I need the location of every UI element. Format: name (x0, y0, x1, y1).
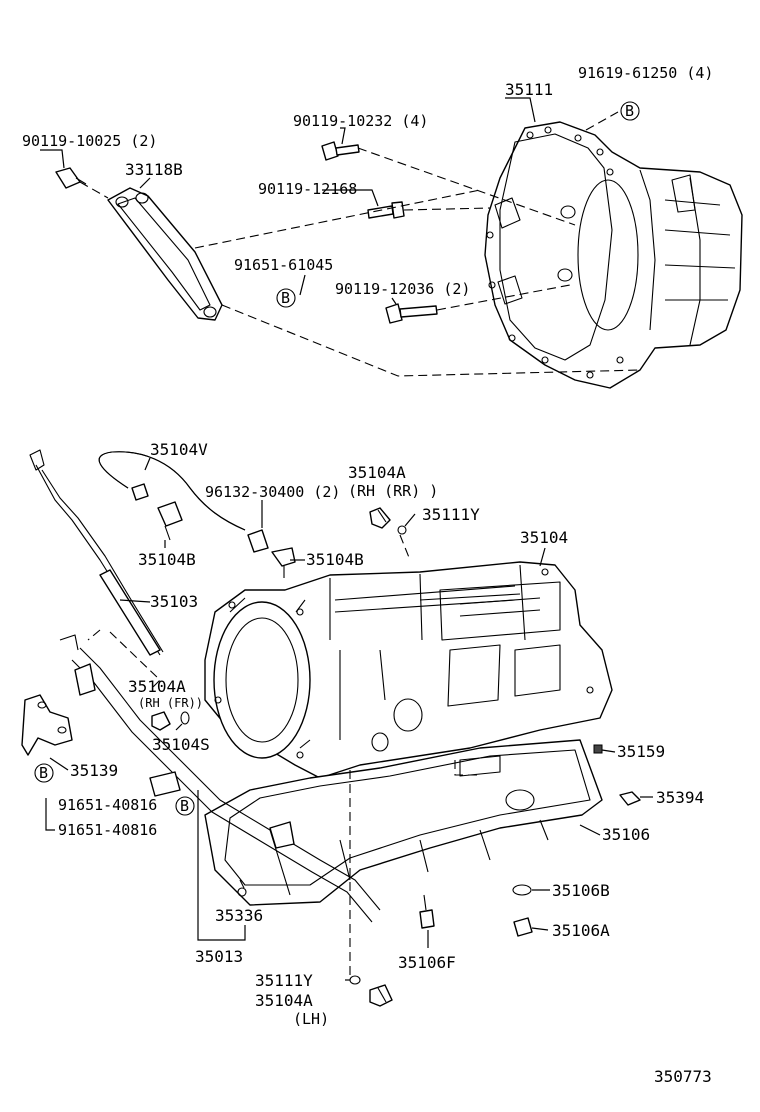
ref-mark-b-bottom-right: B (180, 797, 189, 815)
label-91651-61045: 91651-61045 (234, 256, 333, 274)
label-35159: 35159 (617, 742, 665, 761)
label-35013: 35013 (195, 947, 243, 966)
clip-35104B-left (131, 483, 183, 541)
label-35104B-left: 35104B (138, 550, 196, 569)
ref-mark-circle-top (620, 101, 640, 121)
clip-35104B-right (247, 529, 296, 578)
label-35111Y-bottom: 35111Y (255, 971, 313, 990)
label-35104V: 35104V (150, 440, 208, 459)
ref-mark-circle-bottom-right (175, 796, 195, 816)
bolt-90119-12036 (385, 303, 438, 324)
label-35111Y-top: 35111Y (422, 505, 480, 524)
transmission-case-35104 (204, 561, 613, 779)
label-91651-40816-a: 91651-40816 (58, 796, 157, 814)
label-rh-rr: (RH (RR) ) (348, 482, 438, 500)
label-lh: (LH) (293, 1010, 329, 1028)
oring-35336 (237, 887, 247, 897)
bolt-90119-12168 (367, 201, 405, 219)
bolt-90119-10232 (321, 141, 360, 161)
label-35106B: 35106B (552, 881, 610, 900)
label-rh-fr: (RH (FR)) (138, 696, 203, 710)
label-35336: 35336 (215, 906, 263, 925)
ref-mark-circle-bottom-left (34, 763, 54, 783)
bracket-35139 (21, 694, 73, 756)
label-90119-10232: 90119-10232 (4) (293, 112, 428, 130)
plug-35104A-rh-rr (369, 507, 391, 529)
label-91651-40816-b: 91651-40816 (58, 821, 157, 839)
label-35104A-rh-rr: 35104A (348, 463, 406, 482)
ref-mark-b-top: B (625, 102, 634, 120)
label-96132-30400: 96132-30400 (2) (205, 483, 340, 501)
nut-35106A (513, 917, 533, 937)
label-90119-12036: 90119-12036 (2) (335, 280, 470, 298)
dipstick-35103 (29, 449, 164, 656)
label-35106A: 35106A (552, 921, 610, 940)
transmission-housing-35111 (484, 121, 743, 389)
ref-mark-circle-mid (276, 288, 296, 308)
part-35394 (619, 791, 641, 806)
label-35106: 35106 (602, 825, 650, 844)
bolt-90119-10025 (55, 167, 87, 189)
bottom-leader-lines (45, 457, 653, 981)
oring-35111Y-bottom (349, 975, 361, 985)
ref-mark-b-mid: B (281, 289, 290, 307)
top-dashed-leaders (79, 111, 641, 377)
reference-number: 350773 (654, 1067, 712, 1086)
oil-pan-35106 (204, 739, 603, 906)
label-35103: 35103 (150, 592, 198, 611)
label-33118B: 33118B (125, 160, 183, 179)
oring-35104S (180, 711, 190, 725)
label-35104: 35104 (520, 528, 568, 547)
label-35104B-right: 35104B (306, 550, 364, 569)
bolt-35106F (419, 894, 435, 929)
ref-mark-b-bottom-left: B (39, 764, 48, 782)
label-35139: 35139 (70, 761, 118, 780)
plug-35104A-rh-fr (151, 711, 171, 731)
filler-tube-35013 (59, 634, 381, 923)
label-35104A-rh-fr: 35104A (128, 677, 186, 696)
label-35111: 35111 (505, 80, 553, 99)
label-35104S: 35104S (152, 735, 210, 754)
washer-35106B (512, 884, 532, 896)
bottom-dashed-leaders (87, 534, 480, 975)
plug-35159 (593, 744, 603, 754)
label-90119-10025: 90119-10025 (2) (22, 132, 157, 150)
label-91619-61250: 91619-61250 (4) (578, 64, 713, 82)
label-90119-12168: 90119-12168 (258, 180, 357, 198)
label-35104A-lh: 35104A (255, 991, 313, 1010)
label-35394: 35394 (656, 788, 704, 807)
hose-35104V (98, 451, 246, 531)
label-35106F: 35106F (398, 953, 456, 972)
top-leader-lines (40, 97, 536, 305)
bracket-33118B (107, 187, 223, 321)
plug-35104A-lh (369, 984, 393, 1007)
oring-35111Y-top (397, 525, 407, 535)
